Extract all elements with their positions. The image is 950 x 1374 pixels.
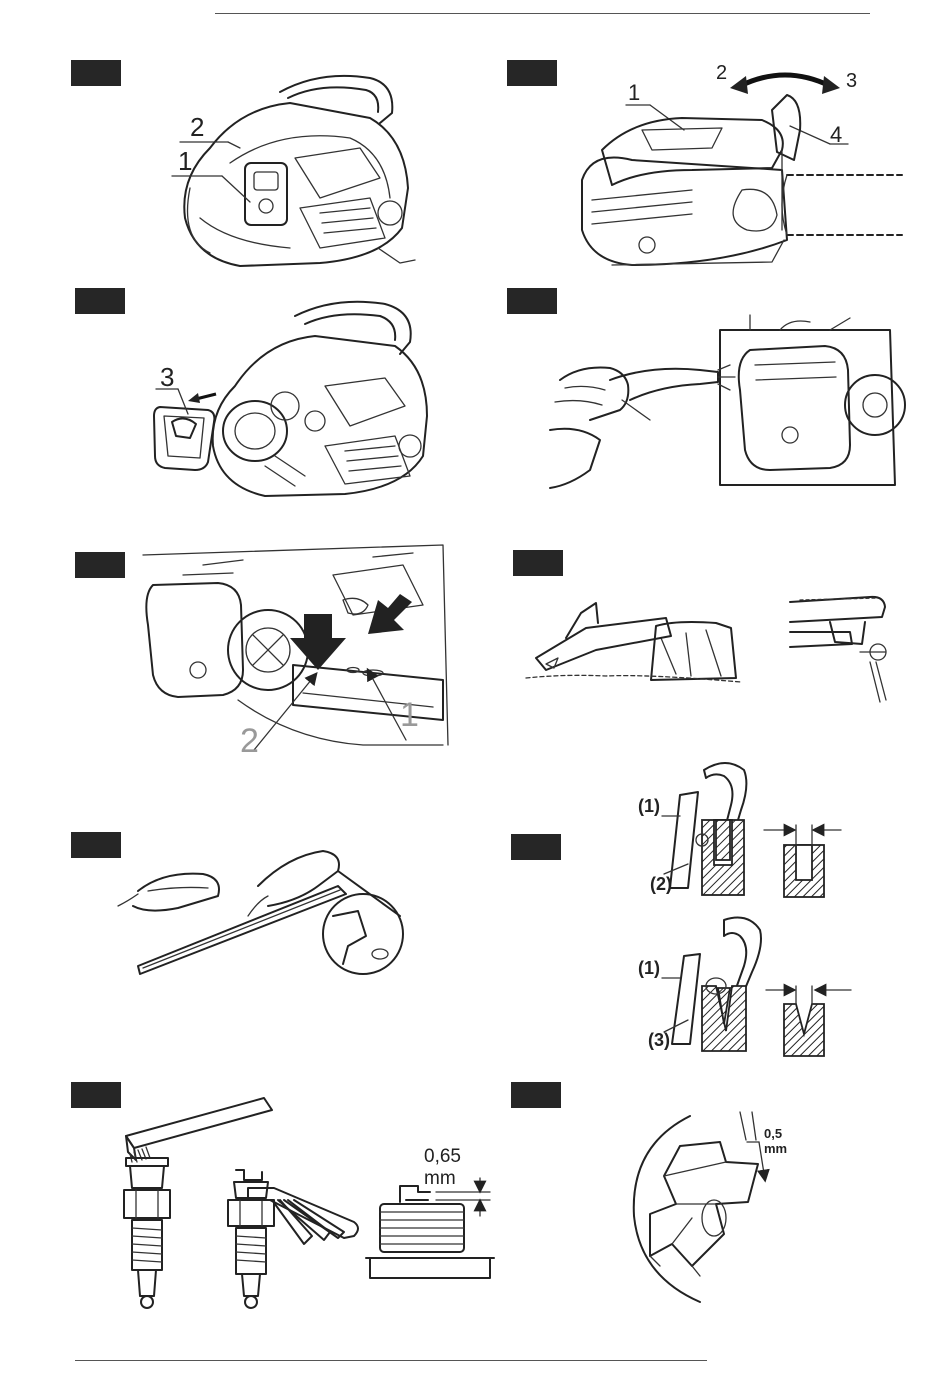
arrow-icon — [290, 614, 346, 670]
bar-on-stump-drawing — [526, 598, 741, 686]
figure-7-badge — [71, 832, 121, 858]
figure-5-label-1: 1 — [400, 696, 419, 735]
chainsaw-drawing — [205, 296, 430, 506]
top-rule — [215, 13, 870, 14]
figure-1-badge — [71, 60, 121, 86]
figure-8-label-1-top: (1) — [638, 796, 660, 817]
figure-6-badge — [513, 550, 563, 576]
figure-2-label-2: 2 — [716, 62, 727, 85]
figure-8-label-1-bottom: (1) — [638, 958, 660, 979]
figure-2-badge — [507, 60, 557, 86]
spark-plug-gap-drawing — [366, 1178, 496, 1280]
figure-1-label-1: 1 — [178, 146, 192, 177]
chainsaw-drawing — [572, 90, 902, 270]
arrow-icon — [364, 594, 412, 636]
figure-5-badge — [75, 552, 125, 578]
spark-plug-drawing — [118, 1158, 178, 1310]
compressed-air-cleaning-drawing — [550, 310, 905, 490]
figure-1-label-2: 2 — [190, 112, 204, 143]
figure-9-gap-dimension: 0,65 mm — [424, 1146, 461, 1190]
bar-file-tool-drawing — [790, 592, 890, 707]
bar-groove-cleaning-drawing — [118, 846, 403, 976]
arrow-icon — [188, 390, 218, 404]
brush-drawing — [124, 1092, 274, 1162]
bottom-rule — [75, 1360, 707, 1361]
figure-3-badge — [75, 288, 125, 314]
figure-10-badge — [511, 1082, 561, 1108]
figure-5-label-2: 2 — [240, 722, 259, 761]
figure-8-badge — [511, 834, 561, 860]
figure-9-badge — [71, 1082, 121, 1108]
drive-link-gauge-drawing-bottom — [676, 916, 856, 1056]
drive-link-gauge-drawing-top — [676, 760, 856, 905]
chainsaw-drawing — [170, 68, 420, 278]
feeler-gauge-drawing — [244, 1178, 362, 1248]
figure-10-dimension: 0,5 mm — [764, 1126, 787, 1156]
